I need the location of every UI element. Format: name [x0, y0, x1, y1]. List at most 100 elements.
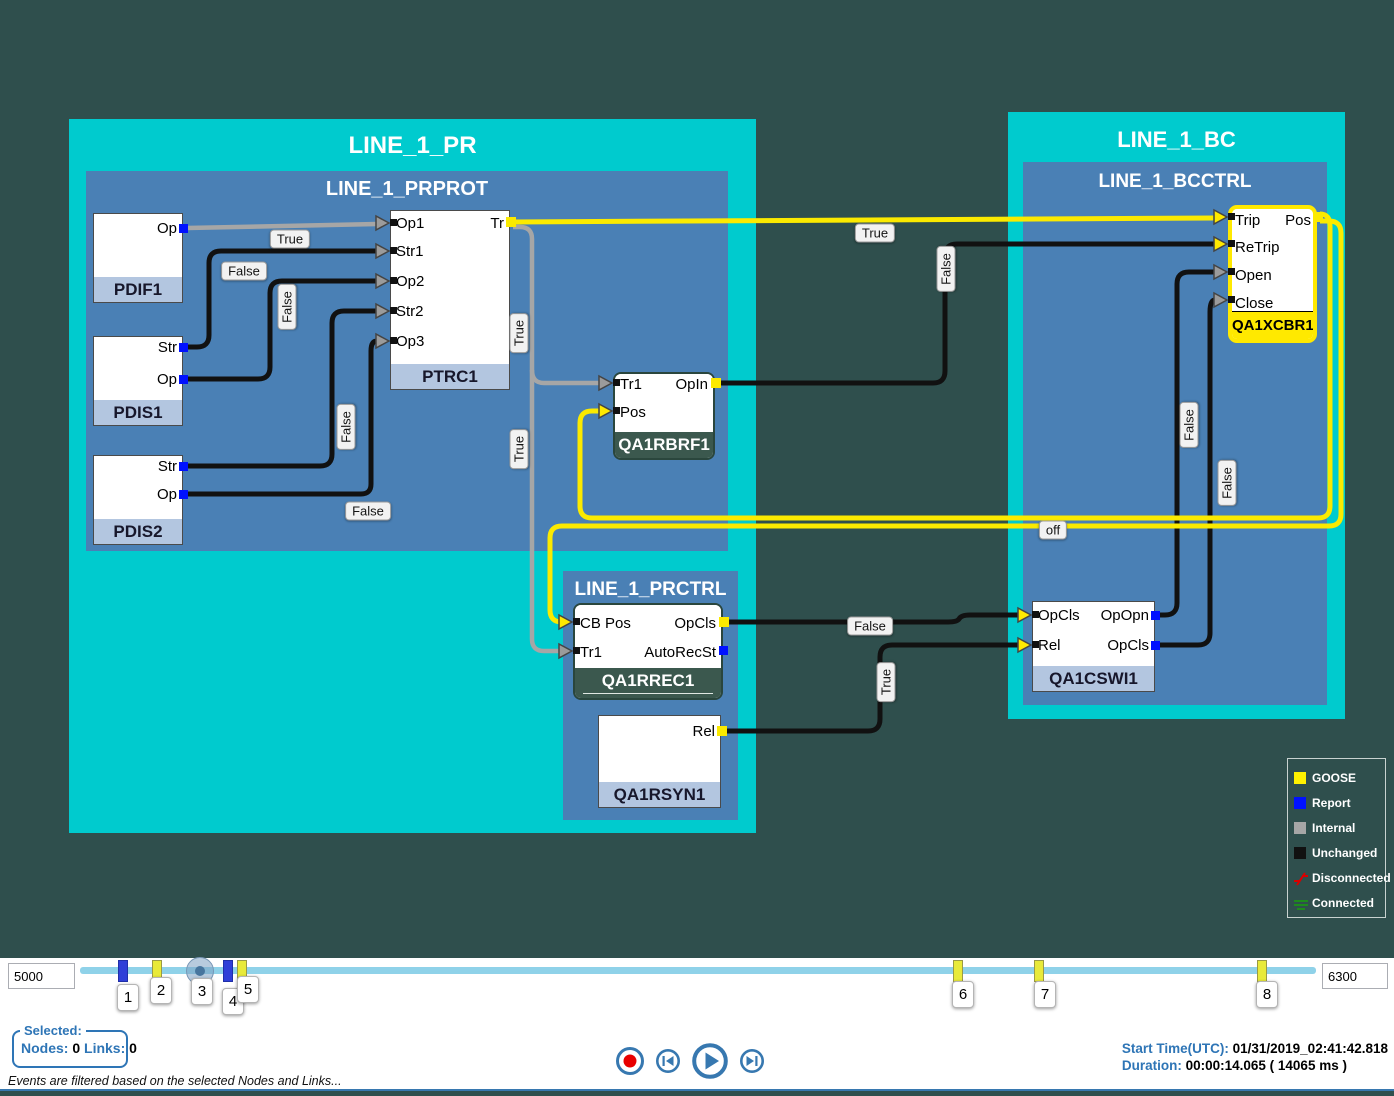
legend-label: Internal: [1312, 820, 1356, 835]
connected-icon: [1294, 897, 1308, 910]
node-qa1rbrf1[interactable]: Tr1 OpIn Pos QA1RBRF1: [613, 372, 715, 460]
group-title: LINE_1_BC: [1117, 127, 1236, 152]
port-op3[interactable]: Op3: [396, 333, 425, 350]
port-tr[interactable]: Tr: [490, 215, 504, 232]
port-opcls-in[interactable]: OpCls: [1038, 607, 1080, 624]
port-autorecst[interactable]: AutoRecSt: [644, 644, 716, 661]
node-pdis2[interactable]: Str Op PDIS2: [93, 455, 183, 545]
legend-label: Disconnected: [1312, 870, 1391, 885]
port-op[interactable]: Op: [156, 486, 177, 503]
wire-value-chip: True: [509, 428, 529, 470]
start-time-value: 01/31/2019_02:41:42.818: [1232, 1041, 1388, 1056]
divider-line: [0, 1089, 1394, 1091]
duration-label: Duration:: [1121, 1058, 1182, 1073]
statusbar-strip: [0, 1091, 1394, 1096]
event-marker-8[interactable]: [1257, 960, 1267, 982]
report-swatch: [1294, 796, 1306, 809]
range-start-input[interactable]: [8, 963, 75, 989]
node-title: QA1RREC1: [575, 668, 721, 698]
event-badge[interactable]: 2: [150, 977, 172, 1004]
group-title: LINE_1_BCCTRL: [1098, 171, 1252, 192]
event-marker-6[interactable]: [953, 960, 963, 982]
event-marker-1[interactable]: [118, 960, 128, 982]
nodes-label: Nodes:: [21, 1040, 69, 1056]
node-pdif1[interactable]: Op PDIF1: [93, 213, 183, 303]
wire-value-chip: False: [336, 404, 356, 450]
goose-swatch: [1294, 771, 1306, 784]
timeline-panel: 1 2 3 4 5 6 7 8 Selected: Nodes: 0 Links…: [0, 957, 1394, 1091]
session-info: Start Time(UTC): 01/31/2019_02:41:42.818…: [1122, 1040, 1388, 1074]
port-str[interactable]: Str: [157, 458, 177, 475]
links-count: 0: [129, 1040, 137, 1056]
node-qa1rrec1[interactable]: CB Pos OpCls Tr1 AutoRecSt QA1RREC1: [573, 603, 723, 700]
record-button[interactable]: [615, 1046, 645, 1076]
play-button[interactable]: [691, 1042, 729, 1080]
port-op[interactable]: Op: [156, 371, 177, 388]
event-marker-7[interactable]: [1034, 960, 1044, 982]
selected-legend: Selected:: [20, 1023, 86, 1038]
port-rel[interactable]: Rel: [1038, 637, 1061, 654]
port-str[interactable]: Str: [157, 339, 177, 356]
event-badge[interactable]: 8: [1256, 981, 1278, 1008]
node-qa1rsyn1[interactable]: Rel QA1RSYN1: [598, 715, 721, 808]
group-title: LINE_1_PR: [348, 132, 477, 159]
selected-counts: Nodes: 0 Links: 0: [21, 1040, 137, 1056]
port-opcls[interactable]: OpCls: [674, 615, 716, 632]
wire-value-chip: False: [345, 501, 391, 521]
links-label: Links:: [84, 1040, 126, 1056]
node-title: PDIF1: [94, 277, 182, 302]
legend: GOOSE Report Internal Unchanged Disconne…: [1287, 758, 1391, 918]
port-opopn[interactable]: OpOpn: [1100, 607, 1149, 624]
port-op[interactable]: Op: [156, 220, 177, 237]
skip-back-button[interactable]: [655, 1048, 681, 1074]
port-tr1[interactable]: Tr1: [620, 376, 642, 393]
port-opcls-out[interactable]: OpCls: [1107, 637, 1149, 654]
wire-value-chip: False: [847, 616, 893, 636]
event-marker-4[interactable]: [223, 960, 233, 982]
node-ptrc1[interactable]: Op1 Tr Str1 Op2 Str2 Op3 PTRC1: [390, 210, 510, 390]
node-qa1cswi1[interactable]: OpCls OpOpn Rel OpCls QA1CSWI1: [1032, 601, 1155, 692]
port-open[interactable]: Open: [1235, 267, 1272, 284]
range-end-input[interactable]: [1322, 963, 1388, 989]
node-title: QA1RBRF1: [615, 432, 713, 458]
record-icon: [623, 1054, 637, 1068]
wire-value-chip: True: [269, 229, 311, 249]
timeline-track[interactable]: [80, 967, 1316, 974]
wire-value-chip: True: [854, 223, 896, 243]
port-str2[interactable]: Str2: [396, 303, 424, 320]
skip-forward-button[interactable]: [739, 1048, 765, 1074]
port-op1[interactable]: Op1: [396, 215, 425, 232]
legend-label: Report: [1312, 795, 1351, 810]
port-rel[interactable]: Rel: [692, 723, 715, 740]
wire-value-chip: False: [221, 261, 267, 281]
wire-rsyn1-rel-to-cswi1-rel[interactable]: [724, 642, 1025, 734]
skip-forward-icon: [746, 1056, 758, 1066]
port-opin[interactable]: OpIn: [675, 376, 708, 393]
port-retrip[interactable]: ReTrip: [1235, 239, 1280, 256]
port-pos[interactable]: Pos: [1285, 212, 1311, 229]
port-close[interactable]: Close: [1235, 295, 1274, 312]
selected-summary-box: Selected: Nodes: 0 Links: 0: [12, 1023, 137, 1068]
wire-value-chip: False: [936, 246, 956, 292]
internal-swatch: [1294, 821, 1306, 834]
node-title: QA1CSWI1: [1033, 666, 1154, 691]
event-badge[interactable]: 5: [237, 976, 259, 1003]
event-badge[interactable]: 3: [191, 978, 213, 1005]
event-badge[interactable]: 6: [952, 981, 974, 1008]
start-time-label: Start Time(UTC):: [1121, 1041, 1229, 1056]
event-badge[interactable]: 7: [1034, 981, 1056, 1008]
port-pos[interactable]: Pos: [620, 404, 646, 421]
port-trip[interactable]: Trip: [1235, 212, 1261, 229]
port-cbpos[interactable]: CB Pos: [580, 615, 631, 632]
node-title: PTRC1: [391, 364, 509, 389]
event-badge[interactable]: 1: [117, 984, 139, 1011]
port-str1[interactable]: Str1: [396, 243, 424, 260]
port-tr1[interactable]: Tr1: [580, 644, 602, 661]
port-op2[interactable]: Op2: [396, 273, 425, 290]
legend-label: Unchanged: [1312, 845, 1378, 860]
unchanged-swatch: [1294, 846, 1306, 859]
wire-value-chip: False: [277, 284, 297, 330]
node-pdis1[interactable]: Str Op PDIS1: [93, 336, 183, 426]
